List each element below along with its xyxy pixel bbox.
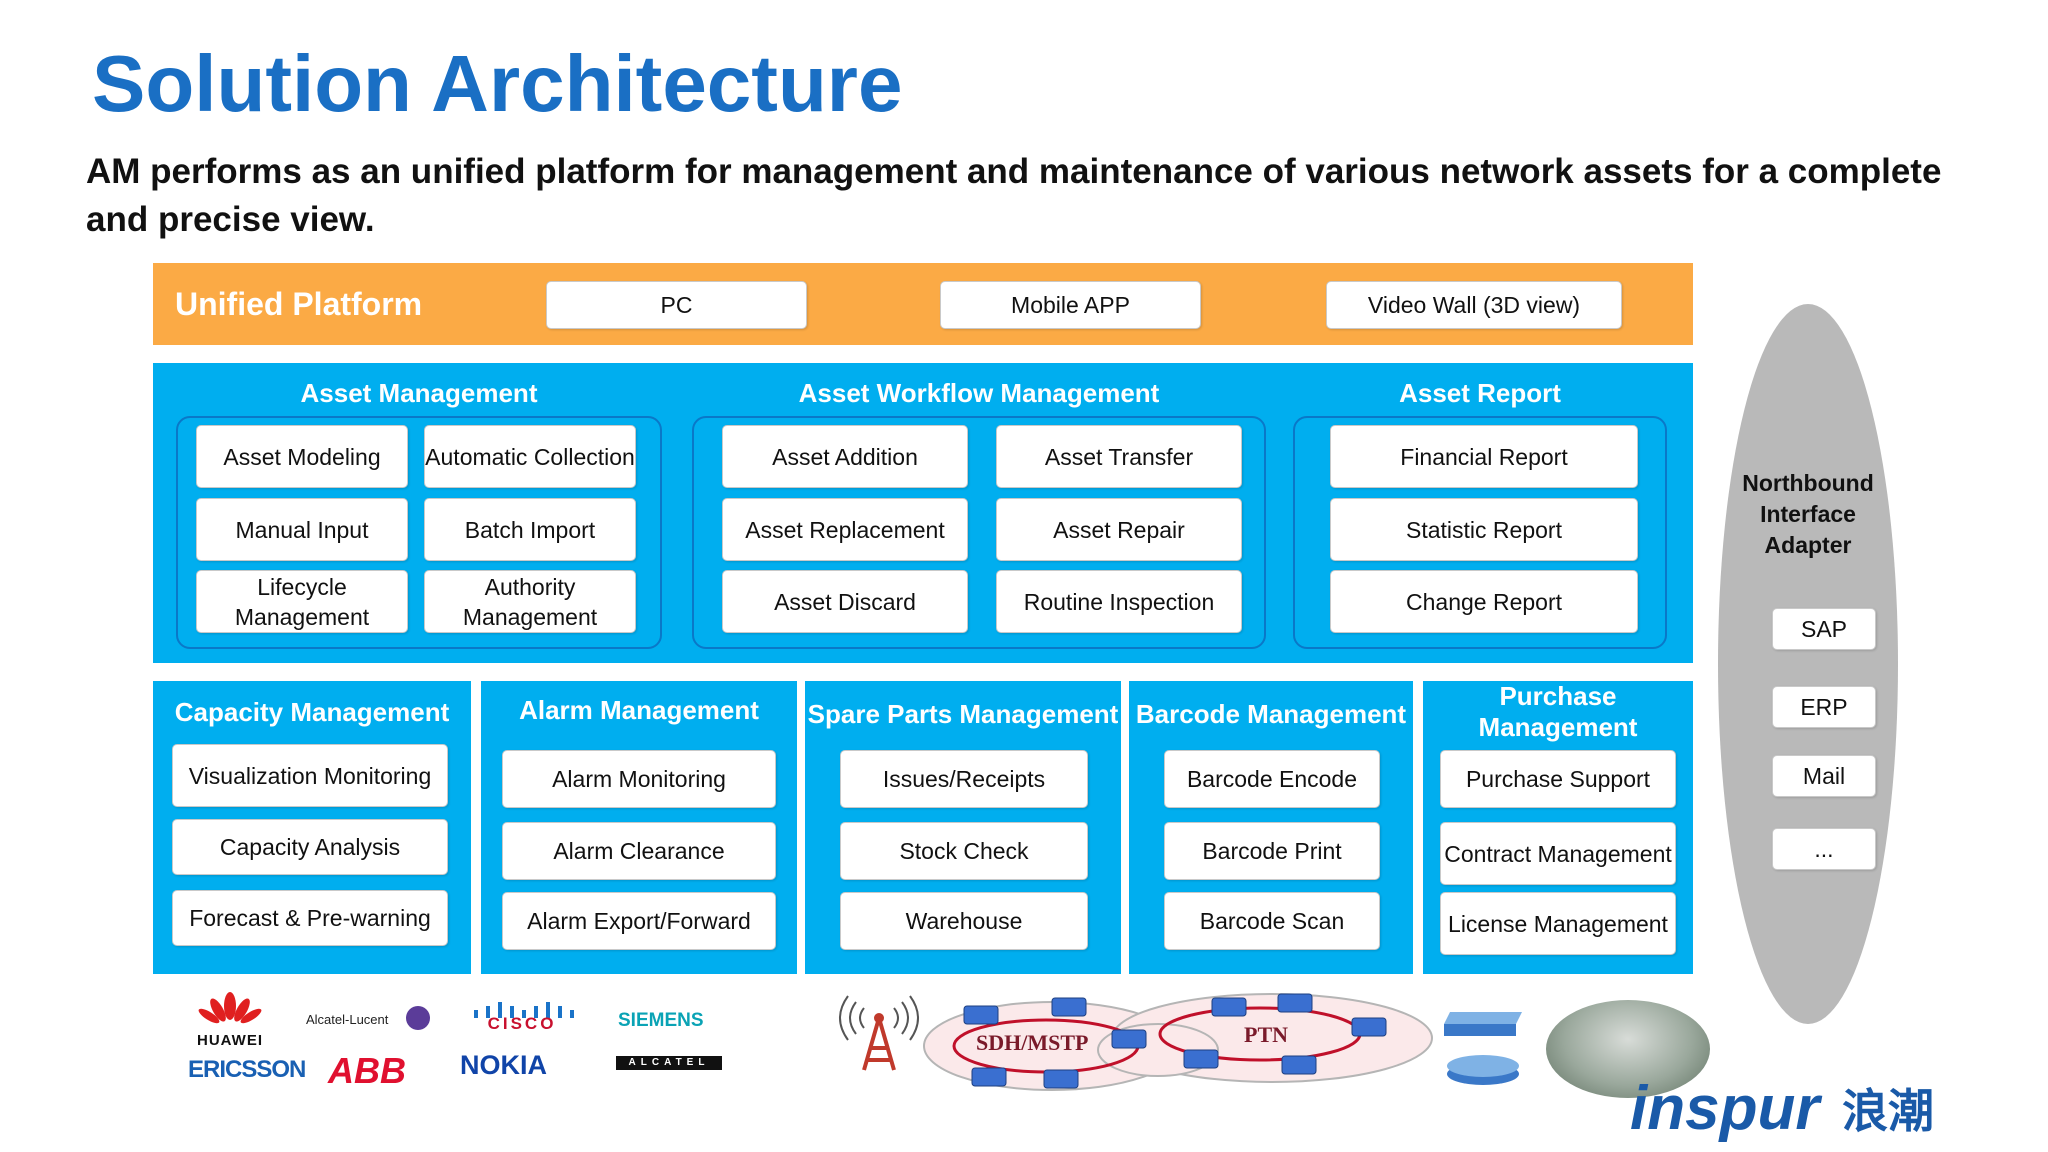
network-topology-diagram bbox=[922, 986, 1436, 1098]
capacity-analysis[interactable]: Capacity Analysis bbox=[172, 819, 448, 875]
platform-pc[interactable]: PC bbox=[546, 281, 807, 329]
adapter-mail[interactable]: Mail bbox=[1772, 755, 1876, 797]
radio-tower-icon bbox=[826, 986, 932, 1074]
alcatel-logo-bar bbox=[616, 1056, 722, 1070]
license-management[interactable]: License Management bbox=[1440, 892, 1676, 955]
change-report[interactable]: Change Report bbox=[1330, 570, 1638, 633]
northbound-adapter-title: Northbound Interface Adapter bbox=[1742, 470, 1874, 558]
lifecycle-management[interactable]: Lifecycle Management bbox=[196, 570, 408, 633]
forecast-pre-warning[interactable]: Forecast & Pre-warning bbox=[172, 890, 448, 946]
northbound-adapter-ellipse bbox=[1718, 304, 1898, 1024]
cisco-bars-icon bbox=[470, 1000, 574, 1018]
asset-replacement[interactable]: Asset Replacement bbox=[722, 498, 968, 561]
authority-management[interactable]: Authority Management bbox=[424, 570, 636, 633]
visualization-monitoring[interactable]: Visualization Monitoring bbox=[172, 744, 448, 807]
asset-management-title: Asset Management bbox=[300, 377, 538, 408]
platform-video-wall[interactable]: Video Wall (3D view) bbox=[1326, 281, 1622, 329]
unified-platform-label: Unified Platform bbox=[175, 286, 423, 322]
datacenter-building-image bbox=[1546, 1000, 1710, 1098]
warehouse[interactable]: Warehouse bbox=[840, 892, 1088, 950]
capacity-management-title: Capacity Management bbox=[174, 696, 450, 727]
batch-import[interactable]: Batch Import bbox=[424, 498, 636, 561]
alcatel-logo: ALCATEL bbox=[628, 1057, 710, 1068]
asset-modeling[interactable]: Asset Modeling bbox=[196, 425, 408, 488]
inspur-logo: inspur bbox=[1630, 1074, 1820, 1143]
page-subtitle: AM performs as an unified platform for m… bbox=[86, 152, 1942, 239]
adapter-sap[interactable]: SAP bbox=[1772, 608, 1876, 650]
spare-parts-title: Spare Parts Management bbox=[807, 698, 1119, 729]
sdh-mstp-label: SDH/MSTP bbox=[976, 1030, 1089, 1055]
stock-check[interactable]: Stock Check bbox=[840, 822, 1088, 880]
asset-discard[interactable]: Asset Discard bbox=[722, 570, 968, 633]
manual-input[interactable]: Manual Input bbox=[196, 498, 408, 561]
asset-workflow-group bbox=[692, 416, 1266, 649]
asset-addition[interactable]: Asset Addition bbox=[722, 425, 968, 488]
page-title: Solution Architecture bbox=[92, 39, 903, 128]
alarm-management-title: Alarm Management bbox=[519, 694, 759, 725]
routine-inspection[interactable]: Routine Inspection bbox=[996, 570, 1242, 633]
huawei-logo-text: HUAWEI bbox=[197, 1032, 263, 1049]
asset-repair[interactable]: Asset Repair bbox=[996, 498, 1242, 561]
alarm-export-forward[interactable]: Alarm Export/Forward bbox=[502, 892, 776, 950]
financial-report[interactable]: Financial Report bbox=[1330, 425, 1638, 488]
inspur-chinese-logo: 浪潮 bbox=[1842, 1085, 1934, 1137]
abb-logo: ABB bbox=[328, 1050, 406, 1091]
statistic-report[interactable]: Statistic Report bbox=[1330, 498, 1638, 561]
contract-management[interactable]: Contract Management bbox=[1440, 822, 1676, 885]
router-icon bbox=[1444, 1052, 1522, 1086]
issues-receipts[interactable]: Issues/Receipts bbox=[840, 750, 1088, 808]
barcode-management-title: Barcode Management bbox=[1135, 698, 1407, 729]
asset-report-group bbox=[1293, 416, 1667, 649]
switch-icon bbox=[1440, 1010, 1526, 1038]
asset-transfer[interactable]: Asset Transfer bbox=[996, 425, 1242, 488]
siemens-logo: SIEMENS bbox=[618, 1010, 704, 1031]
barcode-encode[interactable]: Barcode Encode bbox=[1164, 750, 1380, 808]
ptn-label: PTN bbox=[1244, 1022, 1288, 1047]
alarm-clearance[interactable]: Alarm Clearance bbox=[502, 822, 776, 880]
automatic-collection[interactable]: Automatic Collection bbox=[424, 425, 636, 488]
adapter-more[interactable]: ... bbox=[1772, 828, 1876, 870]
purchase-management-title: Purchase Management bbox=[1478, 681, 1638, 742]
purchase-support[interactable]: Purchase Support bbox=[1440, 750, 1676, 808]
cisco-logo: CISCO bbox=[487, 1014, 557, 1033]
alarm-monitoring[interactable]: Alarm Monitoring bbox=[502, 750, 776, 808]
alcatel-lucent-logo: Alcatel-Lucent bbox=[306, 1012, 389, 1027]
barcode-scan[interactable]: Barcode Scan bbox=[1164, 892, 1380, 950]
asset-management-group bbox=[176, 416, 662, 649]
huawei-logo-icon bbox=[180, 992, 280, 1032]
alcatel-lucent-mark-icon bbox=[406, 1006, 430, 1030]
nokia-logo: NOKIA bbox=[460, 1050, 547, 1080]
asset-report-title: Asset Report bbox=[1399, 377, 1561, 408]
platform-mobile-app[interactable]: Mobile APP bbox=[940, 281, 1201, 329]
ericsson-logo: ERICSSON bbox=[188, 1056, 306, 1083]
barcode-print[interactable]: Barcode Print bbox=[1164, 822, 1380, 880]
asset-workflow-title: Asset Workflow Management bbox=[798, 377, 1160, 408]
adapter-erp[interactable]: ERP bbox=[1772, 686, 1876, 728]
